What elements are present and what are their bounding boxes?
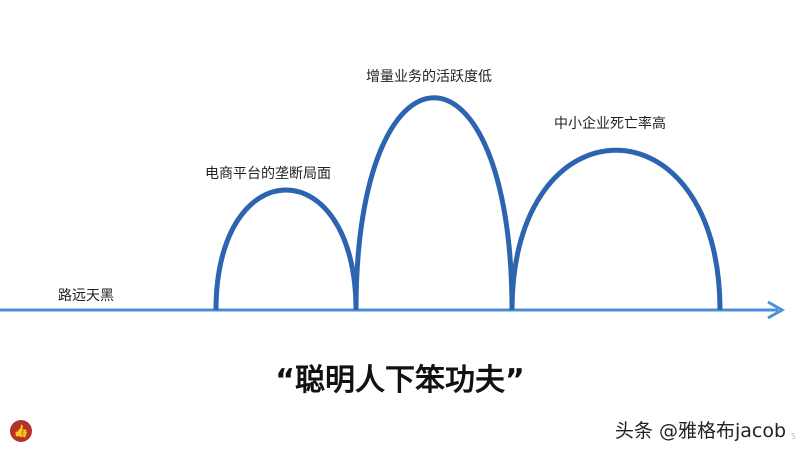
arc-monopoly bbox=[213, 187, 359, 311]
axis-arrow-head bbox=[767, 300, 786, 320]
arc-sme-mortality bbox=[509, 147, 723, 311]
arc-low-activity bbox=[353, 95, 515, 311]
watermark: 头条 @雅格布jacob bbox=[614, 420, 786, 442]
slide-title: “聪明人下笨功夫” bbox=[275, 363, 525, 398]
stage-label-low-activity: 增量业务的活跃度低 bbox=[366, 69, 492, 85]
page-number: 5 bbox=[790, 432, 796, 441]
thumbs-up-icon[interactable]: 👍 bbox=[10, 420, 32, 442]
stage-label-monopoly: 电商平台的垄断局面 bbox=[205, 166, 331, 182]
stage-label-sme-mortality: 中小企业死亡率高 bbox=[554, 116, 666, 132]
stage-label-long-road: 路远天黑 bbox=[58, 288, 114, 304]
